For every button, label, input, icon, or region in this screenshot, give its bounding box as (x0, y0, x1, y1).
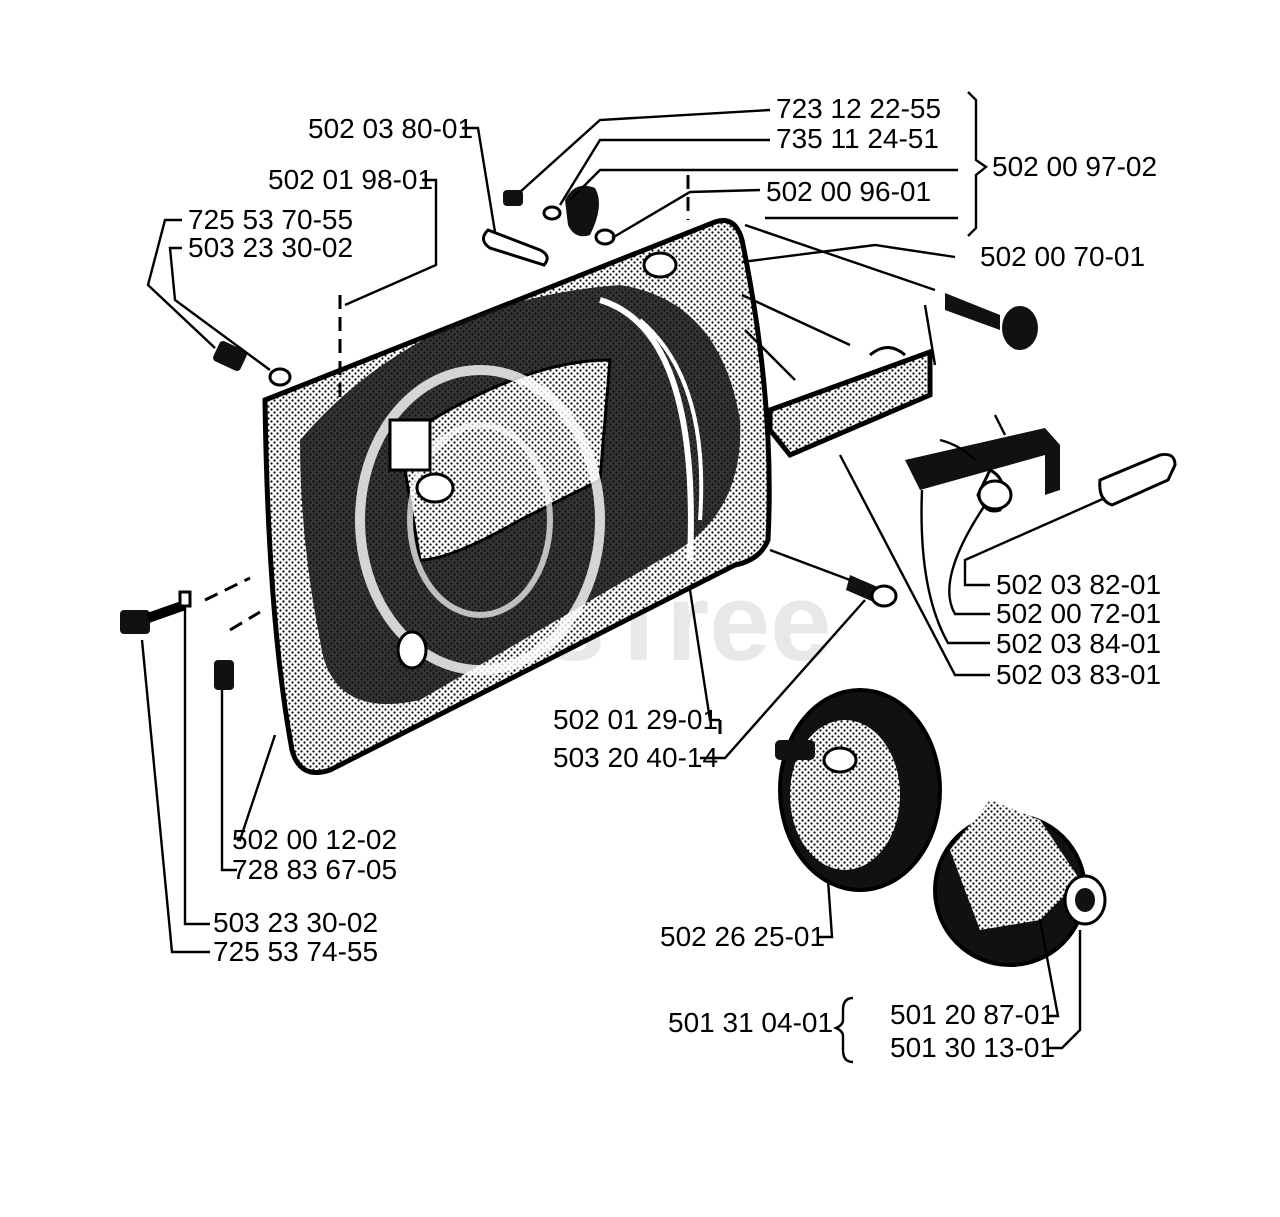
label-723-12-22-55: 723 12 22-55 (776, 93, 941, 124)
label-502-01-29-01: 502 01 29-01 (553, 704, 718, 735)
part-labels: 502 03 80-01 723 12 22-55 735 11 24-51 5… (188, 93, 1161, 1063)
clutch-assembly (933, 800, 1107, 967)
chain-catcher (767, 346, 933, 459)
eccentric-nut (565, 185, 599, 237)
washer-ring (594, 228, 616, 246)
label-502-00-70-01: 502 00 70-01 (980, 241, 1145, 272)
brake-spring (939, 414, 1007, 461)
label-725-53-74-55: 725 53 74-55 (213, 936, 378, 967)
label-502-00-72-01: 502 00 72-01 (996, 598, 1161, 629)
label-735-11-24-51: 735 11 24-51 (776, 123, 939, 154)
screw-small-top (503, 190, 523, 206)
label-501-31-04-01: 501 31 04-01 (668, 1007, 833, 1038)
label-501-30-13-01: 501 30 13-01 (890, 1032, 1055, 1063)
clutch-cover (262, 218, 772, 775)
label-728-83-67-05: 728 83 67-05 (232, 854, 397, 885)
bolt-left-bottom (120, 590, 192, 634)
washer-top (542, 205, 562, 221)
label-502-26-25-01: 502 26 25-01 (660, 921, 825, 952)
pivot-bolt (1098, 453, 1177, 507)
label-502-01-98-01: 502 01 98-01 (268, 164, 433, 195)
chain-tensioner-screw (945, 293, 1038, 350)
label-502-03-82-01: 502 03 82-01 (996, 569, 1161, 600)
label-503-23-30-02-top: 503 23 30-02 (188, 232, 353, 263)
adjuster-screw (214, 660, 234, 690)
label-503-23-30-02-bottom: 503 23 30-02 (213, 907, 378, 938)
label-502-00-96-01: 502 00 96-01 (766, 176, 931, 207)
clutch-drum (775, 688, 942, 892)
brake-lever (905, 428, 1060, 513)
bolt-middle (846, 575, 898, 608)
label-725-53-70-55: 725 53 70-55 (188, 204, 353, 235)
leader-lines (140, 91, 1106, 1064)
label-502-03-84-01: 502 03 84-01 (996, 628, 1161, 659)
label-502-00-12-02: 502 00 12-02 (232, 824, 397, 855)
label-503-20-40-14: 503 20 40-14 (553, 742, 718, 773)
label-502-03-83-01: 502 03 83-01 (996, 659, 1161, 690)
label-502-03-80-01: 502 03 80-01 (308, 113, 473, 144)
pin-part (482, 228, 549, 267)
label-501-20-87-01: 501 20 87-01 (890, 999, 1055, 1030)
bolt-left-top (213, 341, 292, 387)
label-502-00-97-02: 502 00 97-02 (992, 151, 1157, 182)
